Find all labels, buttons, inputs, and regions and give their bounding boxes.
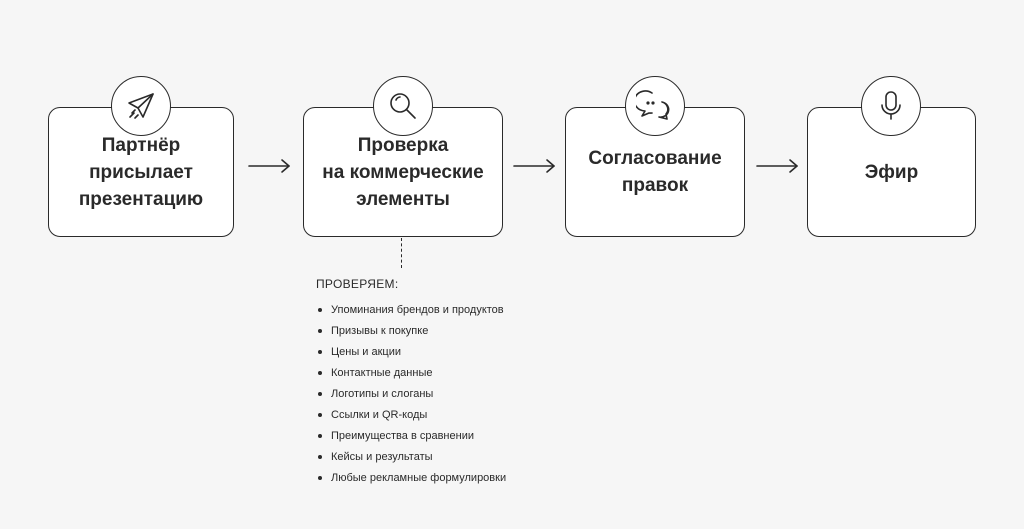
arrow-right-icon (513, 159, 555, 173)
paper-plane-icon (111, 76, 171, 136)
list-item: Цены и акции (316, 342, 506, 363)
list-item: Кейсы и результаты (316, 447, 506, 468)
checklist-title: ПРОВЕРЯЕМ: (316, 277, 399, 291)
arrow-right-icon (756, 159, 798, 173)
dashed-connector (401, 238, 402, 268)
list-item: Преимущества в сравнении (316, 426, 506, 447)
list-item: Любые рекламные формулировки (316, 468, 506, 489)
checklist-items: Упоминания брендов и продуктов Призывы к… (316, 300, 506, 489)
list-item: Контактные данные (316, 363, 506, 384)
step-title: Согласование правок (588, 148, 722, 196)
step-title: Эфир (864, 161, 919, 183)
chat-bubbles-icon (625, 76, 685, 136)
step-title: Партнёр присылает презентацию (78, 134, 204, 210)
checklist: ПРОВЕРЯЕМ: Упоминания брендов и продукто… (316, 277, 506, 489)
list-item: Логотипы и слоганы (316, 384, 506, 405)
list-item: Ссылки и QR-коды (316, 405, 506, 426)
microphone-icon (861, 76, 921, 136)
list-item: Упоминания брендов и продуктов (316, 300, 506, 321)
step-title: Проверка на коммерческие элементы (322, 134, 484, 210)
magnifier-icon (373, 76, 433, 136)
list-item: Призывы к покупке (316, 321, 506, 342)
arrow-right-icon (248, 159, 290, 173)
